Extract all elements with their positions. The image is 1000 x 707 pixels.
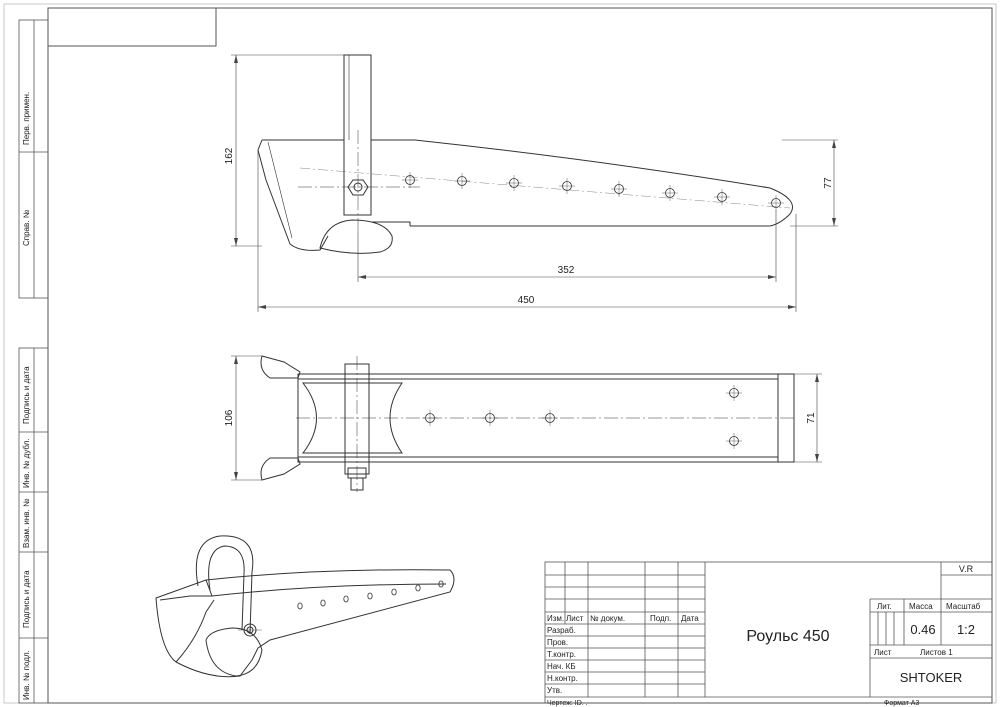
hdr-data: Дата — [681, 614, 699, 623]
scale-label: Масштаб — [946, 602, 981, 611]
plan-view-dim-labels: 106 71 — [224, 409, 817, 426]
sheets-label: Листов 1 — [920, 648, 953, 657]
hdr-doc-no: № докум. — [590, 614, 625, 623]
side-view-holes — [402, 172, 784, 211]
iso-roller — [205, 627, 263, 677]
plan-view-holes — [422, 385, 742, 449]
plan-view-dimensions — [231, 355, 822, 481]
side-view-arrows — [234, 55, 836, 309]
iso-bracket — [195, 535, 254, 635]
stamp-inv-podl: Инв. № подл. — [22, 650, 31, 700]
hdr-podp: Подп. — [650, 614, 671, 623]
drawing-frame — [47, 7, 993, 704]
dim-length-352: 352 — [558, 265, 575, 276]
mass-value: 0.46 — [910, 622, 935, 637]
mass-label: Масса — [909, 602, 933, 611]
side-view-dim-labels: 162 77 352 450 — [224, 147, 834, 306]
stamp-podpis-data-1: Подпись и дата — [22, 366, 31, 424]
top-left-corner-box — [48, 8, 217, 47]
side-stamp-labels: Перв. примен. Справ. № Подпись и дата Ин… — [22, 92, 31, 700]
plan-ear-top — [260, 355, 301, 379]
role-prov: Пров. — [547, 638, 568, 647]
hdr-list: Лист — [566, 614, 584, 623]
plan-view — [260, 355, 796, 492]
isometric-view — [155, 535, 455, 678]
plan-ear-bottom — [260, 457, 301, 481]
dim-height-77: 77 — [823, 177, 834, 189]
stamp-inv-dubl: Инв. № дубл. — [22, 438, 31, 488]
role-razrab: Разраб. — [547, 626, 576, 635]
plan-view-arrows — [234, 356, 819, 480]
hdr-izm: Изм. — [547, 614, 564, 623]
version-label: V.R — [959, 564, 974, 574]
dim-length-450: 450 — [518, 295, 535, 306]
side-view-dimensions — [231, 54, 838, 312]
roller-body-outline — [257, 139, 793, 251]
bracket-strap — [343, 54, 372, 216]
scale-value: 1:2 — [957, 622, 975, 637]
side-stamp — [18, 19, 49, 704]
stamp-perv-primen: Перв. примен. — [22, 92, 31, 145]
drawing-number: Чертеж: ID. . — [547, 700, 588, 707]
dim-width-71: 71 — [806, 412, 817, 424]
company-name: SHTOKER — [900, 670, 963, 685]
sheet-label: Лист — [874, 648, 892, 657]
stamp-vzam-inv: Взам. инв. № — [22, 498, 31, 548]
iso-body — [155, 569, 455, 678]
outer-border — [3, 3, 997, 704]
title-block-grid — [544, 561, 993, 704]
role-nach-kb: Нач. КБ — [547, 662, 576, 671]
format-label: Формат А3 — [884, 700, 919, 707]
role-tkontr: Т.контр. — [547, 650, 576, 659]
roller-wheel — [319, 219, 393, 254]
title-block-text: Изм. Лист № докум. Подп. Дата Разраб. Пр… — [547, 602, 981, 707]
side-view — [257, 54, 793, 254]
role-nkontr: Н.контр. — [547, 674, 578, 683]
plan-roller — [301, 382, 403, 454]
stamp-sprav-no: Справ. № — [22, 209, 31, 246]
drawing-title: Роульс 450 — [746, 628, 829, 645]
stamp-podpis-data-2: Подпись и дата — [22, 570, 31, 628]
dim-width-106: 106 — [224, 409, 235, 426]
role-utv: Утв. — [547, 686, 562, 695]
lit-label: Лит. — [877, 602, 892, 611]
title-block-main: Роульс 450 0.46 1:2 SHTOKER V.R — [746, 564, 975, 685]
dim-height-162: 162 — [224, 147, 235, 164]
isometric-holes — [297, 580, 444, 610]
